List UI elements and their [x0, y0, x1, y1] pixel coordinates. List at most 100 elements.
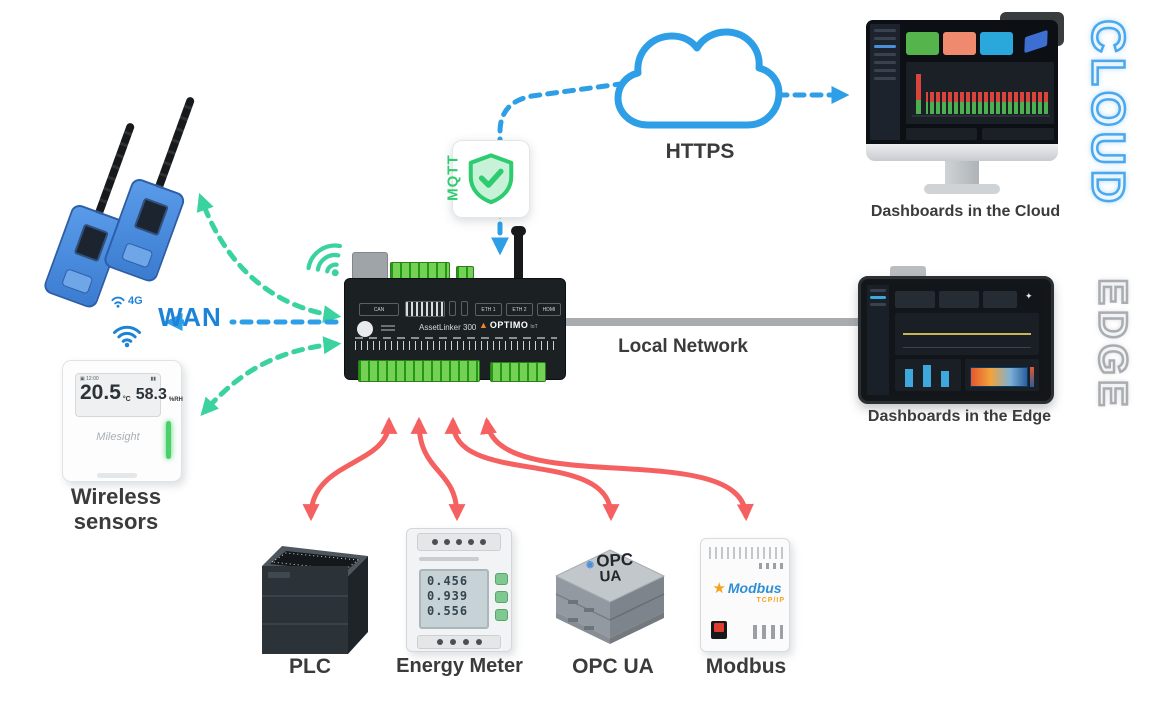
plc-label: PLC — [289, 655, 331, 678]
chart-axis — [903, 347, 1031, 348]
meter-lcd-row2: 0.939 — [427, 589, 469, 603]
modbus-logo-text: Modbus — [727, 580, 782, 596]
terminal-hole — [475, 639, 482, 645]
sidebar-row — [874, 29, 896, 32]
heatmap-scale — [1030, 367, 1034, 387]
cloud-dashboard-label: Dashboards in the Cloud — [870, 203, 1061, 220]
energy-meter-label: Energy Meter — [396, 655, 523, 677]
tablet-line-chart — [895, 313, 1039, 355]
sidebar-row — [874, 69, 896, 72]
security-card — [452, 140, 530, 218]
cloud-zone-text: CLOUD — [1081, 18, 1136, 209]
red-link-plc — [302, 416, 398, 522]
gateway-switch-2 — [461, 301, 468, 316]
sidebar-row — [874, 37, 896, 40]
gateway-antenna-tip — [511, 226, 526, 236]
meter-lcd-row3: 0.556 — [427, 604, 469, 618]
room-sensor-led — [166, 421, 171, 459]
kpi-card-orange — [943, 32, 976, 55]
modbus-terminals — [753, 625, 783, 639]
stacked-bar-chart — [912, 62, 1050, 124]
gateway-brand-suffix: IoT — [530, 324, 538, 330]
modbus-logo: ★ Modbus TCP/IP — [709, 579, 785, 604]
heatmap — [970, 367, 1028, 387]
wireless-sensors-label-line2: sensors — [73, 509, 159, 535]
kpi-card-green — [906, 32, 939, 55]
eth1-port: ETH 1 — [475, 303, 502, 316]
brand-flame-icon: ▲ — [479, 320, 488, 330]
sensor-mount-tab — [61, 268, 94, 295]
opc-ua-cube-logo: ◉ OPC UA — [569, 550, 651, 587]
monitor-base — [924, 184, 1000, 194]
opc-ua-device — [554, 549, 666, 644]
temperature-unit: °C — [122, 396, 131, 403]
bar — [905, 369, 913, 387]
sidebar-row — [874, 53, 896, 56]
room-sensor-slot — [97, 473, 137, 478]
tablet-sidebar — [867, 285, 889, 395]
lcd-status-row: ▣ 12:00▮▮ — [80, 376, 156, 382]
tablet-kpi-1 — [895, 291, 935, 308]
modbus-red-switch — [714, 623, 724, 632]
room-sensor-lcd: ▣ 12:00▮▮ 20.5 °C 58.3 %RH — [75, 373, 183, 417]
red-link-opc-ua — [444, 416, 620, 522]
tablet-bar-panel — [895, 359, 961, 391]
tablet-heatmap-panel — [965, 359, 1039, 391]
meter-button-1 — [495, 573, 508, 585]
lcd-battery-icon: ▮▮ — [150, 376, 156, 382]
sidebar-row — [874, 61, 896, 64]
bar-chart-panel — [906, 62, 1054, 124]
energy-meter-device: 0.456 0.939 0.556 — [406, 528, 512, 652]
modbus-holes-top — [759, 563, 783, 569]
sidebar-row-active — [870, 296, 886, 299]
room-sensor-device: ▣ 12:00▮▮ 20.5 °C 58.3 %RH Milesight — [62, 360, 183, 482]
modbus-logo-sub: TCP/IP — [756, 597, 785, 604]
mqtt-shield-icon — [468, 153, 514, 205]
gateway-microtext-1 — [381, 325, 395, 327]
terminal-hole — [449, 639, 456, 645]
modbus-label: Modbus — [705, 655, 787, 678]
terminal-hole — [444, 539, 450, 545]
mqtt-label: MQTT — [444, 154, 462, 201]
logo-3d-icon — [1024, 29, 1048, 54]
meter-lcd-row1: 0.456 — [427, 574, 469, 588]
edge-dashboard-label: Dashboards in the Edge — [867, 408, 1052, 425]
edge-zone-text: EDGE — [1089, 277, 1136, 413]
terminal-hole — [456, 539, 462, 545]
meter-terminals-top — [417, 533, 501, 551]
wifi-green-icon — [296, 231, 358, 292]
gateway-switch-1 — [449, 301, 456, 316]
sidebar-row — [874, 77, 896, 80]
meter-button-3 — [495, 609, 508, 621]
cloud-zone-word: CLOUD — [1081, 18, 1136, 209]
meter-terminals-bottom — [417, 635, 501, 649]
modbus-star-icon: ★ — [712, 580, 726, 597]
edge-zone-word: EDGE — [1085, 277, 1136, 413]
gateway-terminal-bottom-2 — [490, 362, 546, 382]
gateway-brand-logo: ▲ OPTIMO IoT — [479, 320, 538, 330]
bar — [923, 365, 931, 387]
opc-swirl-icon: ◉ — [585, 558, 597, 570]
dashboard-sidebar — [870, 24, 900, 140]
chart-line — [903, 333, 1031, 335]
mini-table-right — [982, 128, 1054, 140]
gateway-model: AssetLinker 300 — [419, 323, 477, 332]
terminal-hole — [468, 539, 474, 545]
gateway-antenna — [514, 230, 523, 290]
sensor-antenna — [154, 96, 196, 191]
wireless-sensors-label: Wireless sensors — [40, 484, 192, 535]
tablet-screen: ✦ — [867, 285, 1045, 395]
gateway-microtext-2 — [381, 329, 395, 331]
wireless-sensors-label-line1: Wireless — [70, 484, 162, 509]
tablet-logo-icon: ✦ — [1025, 291, 1033, 301]
sidebar-row-active — [874, 45, 896, 48]
terminal-hole — [432, 539, 438, 545]
sensor-mount-tab — [121, 242, 154, 269]
cloud-monitor-device — [862, 16, 1062, 196]
terminal-hole — [480, 539, 486, 545]
modbus-switch-base — [711, 621, 727, 639]
red-link-energy-meter — [410, 416, 466, 522]
tablet-kpi-3 — [983, 291, 1017, 308]
humidity-value: 58.3 — [135, 386, 167, 403]
